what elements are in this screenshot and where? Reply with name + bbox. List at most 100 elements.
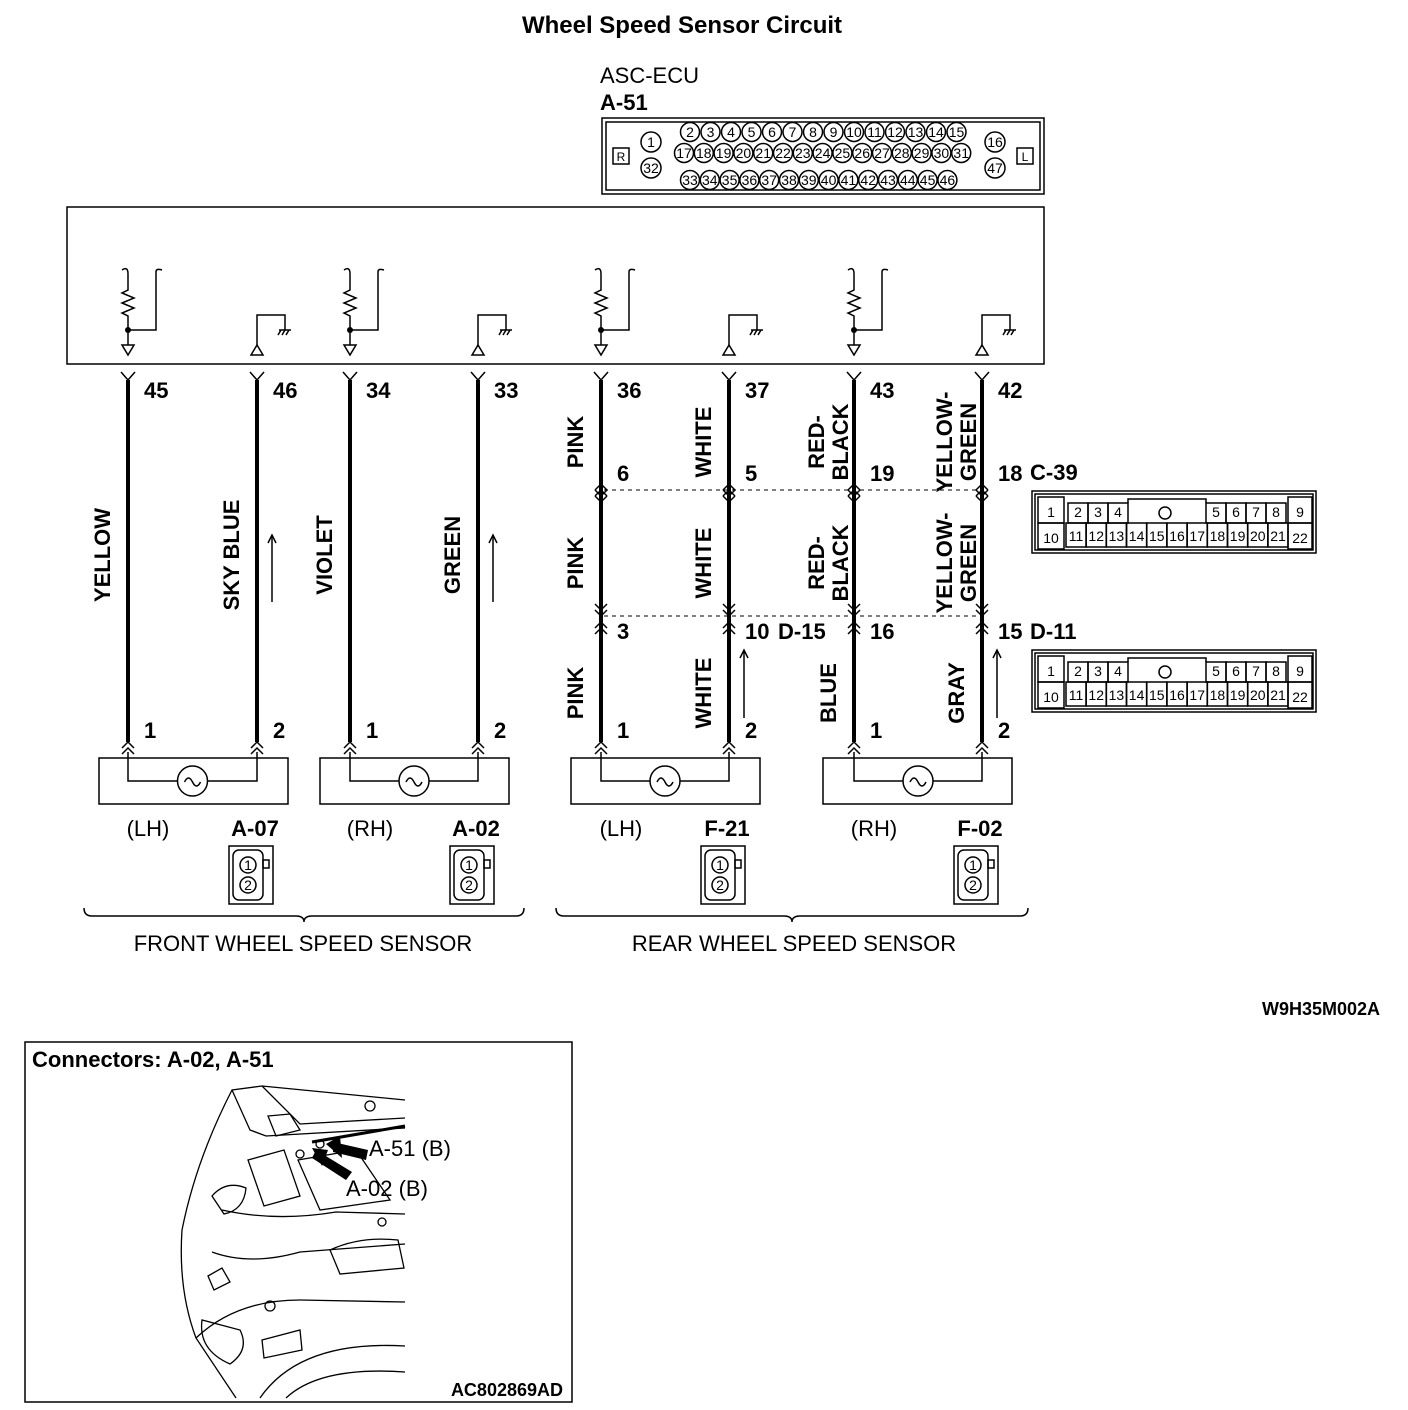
ecu-pin-45: 45 [917, 169, 938, 191]
svg-text:10: 10 [1043, 689, 1059, 705]
engine-bay-illustration [180, 1085, 406, 1399]
wire-color-upper-37: WHITE [691, 407, 716, 478]
location-view-title: Connectors: A-02, A-51 [32, 1047, 274, 1072]
svg-text:8: 8 [1272, 504, 1280, 520]
wire-color-33: GREEN [440, 516, 465, 594]
svg-text:26: 26 [854, 145, 870, 161]
svg-text:1: 1 [366, 718, 378, 743]
ecu-pin-37: 37 [758, 169, 780, 191]
callout-a02: A-02 (B) [346, 1176, 428, 1201]
svg-text:33: 33 [494, 378, 518, 403]
wire-color-mid-42: YELLOW-GREEN [932, 513, 981, 614]
svg-text:2: 2 [686, 124, 694, 140]
svg-text:7: 7 [789, 124, 797, 140]
ecu-pin-32: 32 [640, 157, 662, 179]
svg-text:38: 38 [781, 172, 797, 188]
svg-text:23: 23 [795, 145, 811, 161]
svg-text:21: 21 [755, 145, 771, 161]
svg-text:16: 16 [987, 134, 1003, 150]
svg-text:2: 2 [716, 877, 724, 893]
svg-text:16: 16 [1169, 528, 1185, 544]
wire-color-lower-36: PINK [563, 667, 588, 720]
svg-text:16: 16 [1169, 687, 1185, 703]
ecu-pin-27: 27 [871, 142, 893, 164]
rear-sensor-group-label: REAR WHEEL SPEED SENSOR [632, 931, 956, 956]
svg-text:20: 20 [1250, 528, 1266, 544]
ecu-input-circuit-4 [846, 267, 889, 357]
sensor-connector-icon-a-02: 12 [449, 845, 495, 905]
svg-text:1: 1 [244, 857, 252, 873]
svg-text:45: 45 [920, 172, 936, 188]
ecu-pin-2: 2 [679, 121, 701, 143]
wire-color-mid-43: RED-BLACK [804, 524, 853, 601]
ecu-pin-21: 21 [752, 142, 774, 164]
svg-text:30: 30 [934, 145, 950, 161]
svg-text:42: 42 [860, 172, 876, 188]
svg-text:19: 19 [870, 461, 894, 486]
svg-text:27: 27 [874, 145, 890, 161]
ecu-ground-circuit-3 [721, 314, 763, 356]
svg-text:7: 7 [1252, 663, 1260, 679]
svg-text:1: 1 [647, 134, 655, 150]
svg-text:YELLOW: YELLOW [90, 508, 115, 602]
svg-text:F-21: F-21 [704, 816, 749, 841]
svg-text:31: 31 [953, 145, 969, 161]
svg-text:GREEN: GREEN [956, 524, 981, 602]
ecu-pin-33: 33 [679, 169, 701, 191]
svg-text:21: 21 [1270, 528, 1286, 544]
wire-color-mid-37: WHITE [691, 528, 716, 599]
ecu-pin-15: 15 [946, 121, 967, 143]
svg-text:15: 15 [1149, 687, 1165, 703]
svg-text:A-07: A-07 [231, 816, 279, 841]
svg-text:2: 2 [745, 718, 757, 743]
wire-color-lower-43: BLUE [816, 663, 841, 723]
ecu-input-circuit-1 [120, 267, 163, 357]
svg-text:(LH): (LH) [600, 816, 643, 841]
svg-text:SKY BLUE: SKY BLUE [219, 500, 244, 611]
ecu-input-circuit-2 [342, 267, 385, 357]
svg-text:46: 46 [273, 378, 297, 403]
svg-text:3: 3 [617, 619, 629, 644]
ecu-ground-circuit-4 [974, 314, 1016, 356]
svg-text:BLACK: BLACK [828, 524, 853, 601]
svg-text:43: 43 [880, 172, 896, 188]
svg-text:22: 22 [775, 145, 791, 161]
svg-text:43: 43 [870, 378, 894, 403]
ecu-internal-circuits [120, 267, 1016, 357]
svg-text:5: 5 [1212, 663, 1220, 679]
svg-text:PINK: PINK [563, 537, 588, 590]
ecu-name: ASC-ECU [600, 63, 699, 88]
ecu-pin-16: 16 [984, 131, 1006, 153]
ecu-pin-29: 29 [911, 142, 932, 164]
ecu-pin-30: 30 [931, 142, 952, 164]
svg-text:28: 28 [894, 145, 910, 161]
wire-color-lower-37: WHITE [691, 658, 716, 729]
ecu-pin-7: 7 [782, 121, 803, 143]
ecu-pin-26: 26 [851, 142, 873, 164]
sensor-connector-icon-f-21: 12 [700, 845, 746, 905]
wire-color-upper-36: PINK [563, 416, 588, 469]
svg-text:34: 34 [702, 172, 718, 188]
svg-text:2: 2 [494, 718, 506, 743]
svg-text:17: 17 [1189, 528, 1205, 544]
svg-text:44: 44 [900, 172, 916, 188]
svg-text:13: 13 [1109, 687, 1125, 703]
wire-color-34: VIOLET [312, 515, 337, 595]
svg-text:A-02: A-02 [452, 816, 500, 841]
svg-text:14: 14 [1129, 528, 1145, 544]
ecu-side-l: L [1022, 150, 1029, 164]
svg-text:32: 32 [643, 160, 659, 176]
svg-text:1: 1 [1047, 663, 1055, 679]
d11-label: D-11 [1030, 619, 1076, 644]
ecu-pin-44: 44 [897, 169, 919, 191]
svg-text:10: 10 [1043, 530, 1059, 546]
sensor-f-21: (LH) F-21 12 [570, 752, 761, 905]
